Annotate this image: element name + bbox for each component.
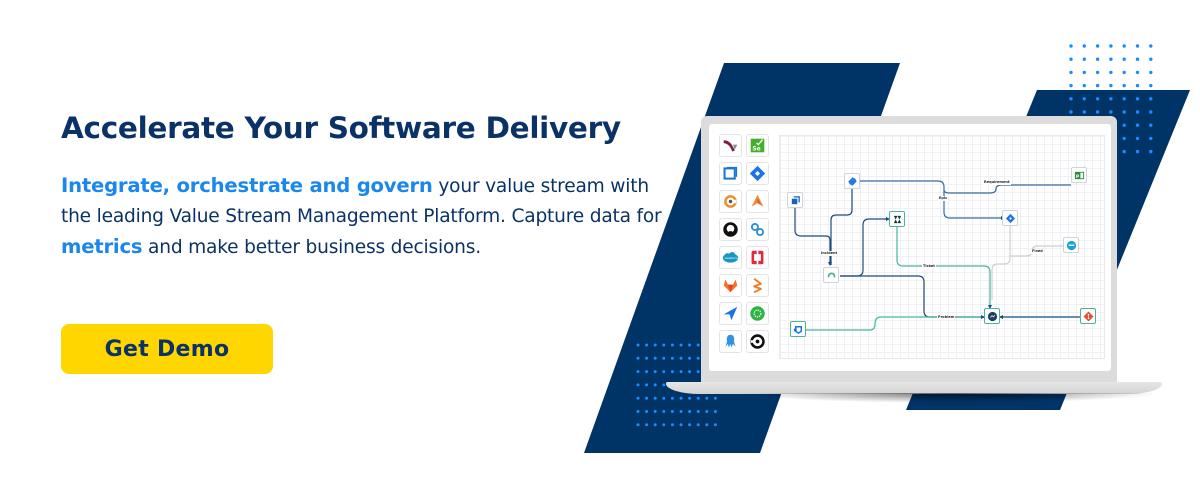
edge-label-ticket: Ticket — [922, 264, 936, 269]
bmc-icon — [753, 277, 762, 294]
tile-targetprocess[interactable] — [746, 190, 769, 213]
tile-jira[interactable] — [746, 162, 769, 185]
node-azure-pipelines[interactable] — [790, 321, 806, 337]
zendesk-icon — [893, 215, 901, 223]
tile-circleci[interactable] — [746, 330, 769, 353]
tile-selenium[interactable]: Se — [746, 134, 769, 157]
selenium-icon: Se — [750, 138, 765, 153]
svg-text:P: P — [1075, 173, 1079, 179]
node-jira[interactable] — [1002, 210, 1018, 226]
edge-label-requirement: Requirement — [983, 180, 1011, 185]
node-hub[interactable] — [984, 308, 1000, 324]
tile-azure-boards[interactable] — [719, 162, 742, 185]
tuleap-icon — [723, 140, 738, 152]
tile-github[interactable] — [719, 218, 742, 241]
node-azure-devops[interactable] — [787, 192, 803, 208]
azure-boards-icon — [723, 166, 738, 180]
node-jira-software[interactable] — [844, 173, 860, 189]
jira-icon — [1005, 213, 1015, 223]
laptop-shadow — [740, 393, 1160, 403]
hub-icon — [987, 311, 997, 321]
ms-project-icon: P — [1074, 171, 1084, 179]
tile-octopus-deploy[interactable] — [719, 330, 742, 353]
svg-text:salesforce: salesforce — [725, 256, 738, 260]
git-icon — [1082, 310, 1094, 322]
edge-label-fixed: Fixed — [1031, 249, 1044, 254]
tile-bmc[interactable] — [746, 274, 769, 297]
tile-digital-ai[interactable] — [746, 218, 769, 241]
azure-devops-icon — [791, 195, 800, 204]
edge-label-incident: Incident — [820, 251, 839, 256]
octopus-deploy-icon — [725, 334, 736, 348]
targetprocess-icon — [751, 194, 764, 207]
headline: Accelerate Your Software Delivery — [61, 111, 621, 145]
edge-label-epic: Epic — [938, 196, 949, 201]
jira-icon — [749, 165, 766, 182]
node-zendesk[interactable] — [889, 211, 905, 227]
get-demo-button[interactable]: Get Demo — [61, 324, 273, 374]
node-servicenow[interactable] — [1063, 237, 1079, 253]
cloudbees-icon — [724, 195, 737, 208]
github-icon — [723, 222, 738, 237]
tile-gitlab[interactable] — [719, 274, 742, 297]
workflow-canvas[interactable] — [779, 135, 1105, 359]
salesforce-icon: salesforce — [722, 251, 739, 263]
tile-openshift[interactable] — [746, 246, 769, 269]
digital-ai-icon — [750, 222, 765, 237]
node-ms-project[interactable]: P — [1071, 167, 1087, 183]
tile-tuleap[interactable] — [719, 134, 742, 157]
jira-software-icon — [847, 176, 857, 186]
opsgenie-icon — [827, 272, 835, 278]
tile-cloudbees[interactable] — [719, 190, 742, 213]
node-git[interactable] — [1080, 308, 1096, 324]
kubernetes-icon — [750, 306, 765, 321]
laptop-base — [666, 382, 1162, 394]
tile-salesforce[interactable]: salesforce — [719, 246, 742, 269]
circleci-icon — [750, 334, 765, 349]
gitlab-icon — [723, 279, 738, 293]
clarity-icon — [723, 306, 738, 321]
servicenow-icon — [1066, 240, 1076, 250]
hero-text-block: Accelerate Your Software Delivery Integr… — [61, 108, 681, 263]
node-opsgenie[interactable] — [823, 267, 839, 283]
body-text-2: and make better business decisions. — [142, 237, 481, 258]
svg-text:Se: Se — [752, 146, 760, 153]
highlight-metrics: metrics — [61, 235, 143, 258]
body-copy: Integrate, orchestrate and govern your v… — [61, 171, 681, 263]
tile-kubernetes[interactable] — [746, 302, 769, 325]
body-text-1: your value stream with the leading Value… — [61, 176, 662, 227]
openshift-icon — [751, 250, 764, 265]
azure-pipelines-icon — [793, 325, 802, 334]
highlight-integrate: Integrate, orchestrate and govern — [61, 174, 433, 197]
edge-label-problem: Problem — [937, 315, 956, 320]
tile-clarity[interactable] — [719, 302, 742, 325]
